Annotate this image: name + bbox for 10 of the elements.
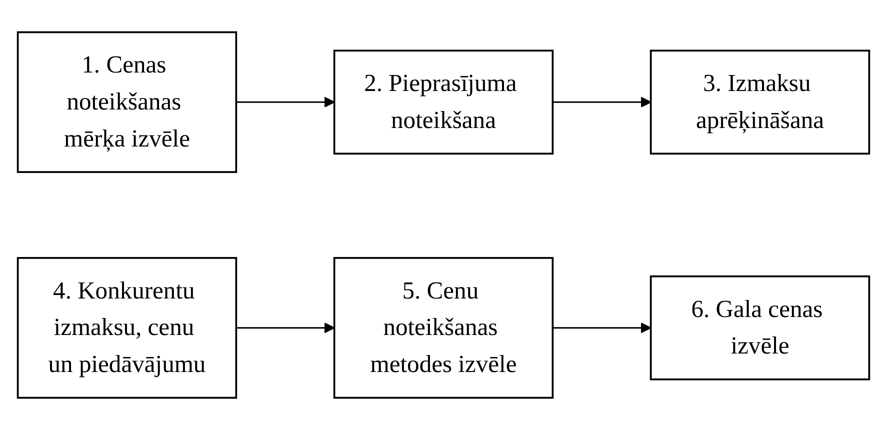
node-box: 5. Cenu noteikšanas metodes izvēle	[333, 257, 554, 399]
arrow	[236, 96, 335, 108]
node-box: 2. Pieprasījuma noteikšana	[333, 50, 554, 155]
node-box: 6. Gala cenas izvēle	[650, 275, 870, 380]
node-box: 3. Izmaksu aprēķināšana	[650, 50, 870, 155]
node-box: 1. Cenas noteikšanas mērķa izvēle	[16, 31, 238, 173]
node-box: 4. Konkurentu izmaksu, cenu un piedāvājumu	[16, 257, 238, 399]
arrow	[236, 322, 335, 334]
arrow	[552, 96, 652, 108]
arrow	[552, 322, 652, 334]
